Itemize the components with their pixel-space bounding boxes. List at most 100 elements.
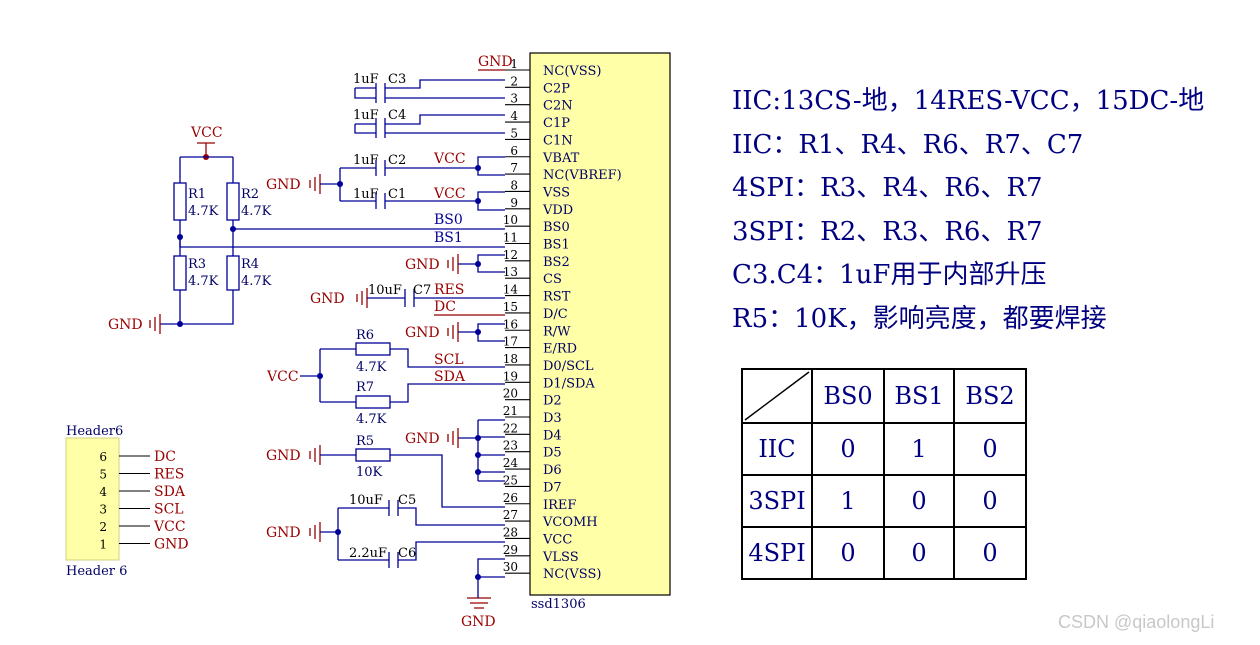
ic-pin-name: D4 [543, 428, 562, 443]
cell: 0 [883, 474, 955, 528]
ic-pin-name: NC(VBREF) [543, 168, 622, 183]
capacitor-c4 [375, 118, 386, 138]
capacitors-c5-c6 [388, 500, 399, 568]
ic-pin-name: D1/SDA [543, 376, 595, 391]
capacitor-c7 [404, 289, 415, 307]
header-pin-net: SDA [154, 484, 186, 500]
header-pin-net: SCL [154, 502, 184, 518]
wire-c3 [354, 79, 505, 99]
c2-value: 1uF [353, 153, 379, 168]
wire-vcc-split [179, 156, 234, 183]
ic-pin-name: CS [543, 272, 562, 287]
cell: 0 [811, 526, 885, 580]
res-label: RES [434, 282, 464, 298]
ic-pin-number: 1 [510, 57, 518, 71]
gnd-label-c7: GND [310, 291, 345, 307]
ic-pin-name: C1P [543, 116, 570, 131]
cell: 0 [953, 474, 1027, 528]
ic-pin-name: C2N [543, 99, 573, 114]
ic-pin-name: RST [543, 290, 571, 305]
junction [475, 198, 481, 204]
sda-label: SDA [434, 369, 466, 385]
ic-pin-number: 8 [510, 178, 518, 192]
ic-pin-number: 27 [503, 508, 518, 522]
note-3spi-parts: 3SPI：R2、R3、R6、R7 [732, 216, 1043, 247]
r4-value: 4.7K [241, 274, 272, 289]
gnd-label-bs2: GND [405, 257, 440, 273]
ic-pin-number: 5 [510, 126, 518, 140]
ic-pin-number: 20 [503, 387, 518, 401]
gnd-label-c5c6: GND [266, 525, 301, 541]
header-pin-net: DC [154, 449, 176, 465]
junction [475, 452, 481, 458]
ic-body [529, 52, 671, 596]
gnd-label-d: GND [405, 431, 440, 447]
ic-pin-number: 17 [503, 335, 518, 349]
junction [317, 373, 323, 379]
dc-label: DC [434, 299, 456, 315]
r7-ref: R7 [356, 380, 374, 395]
ic-pin-number: 13 [503, 265, 518, 279]
ic-pin-name: VLSS [542, 550, 579, 565]
ic-pin-number: 16 [503, 317, 518, 331]
gnd-label-bottom: GND [461, 614, 496, 630]
r3-ref: R3 [188, 257, 206, 272]
wire-r5 [320, 454, 505, 508]
ic-pin-name: D6 [543, 463, 562, 478]
c4-value: 1uF [353, 108, 379, 123]
note-iic-parts: IIC：R1、R4、R6、R7、C7 [732, 129, 1084, 160]
r1-ref: R1 [188, 187, 206, 202]
bs1-label: BS1 [434, 230, 463, 246]
resistor-r2 [226, 182, 240, 221]
c7-ref: C7 [413, 283, 431, 298]
ic-pin-name: VBAT [542, 151, 580, 166]
capacitor-c3 [375, 83, 386, 103]
notes-block: IIC:13CS-地，14RES-VCC，15DC-地 IIC：R1、R4、R6… [732, 80, 1204, 341]
ic-pin-name: VDD [542, 203, 573, 218]
r6-value: 4.7K [356, 360, 387, 375]
ic-name: ssd1306 [531, 597, 586, 612]
ic-pin-name: D2 [543, 394, 562, 409]
note-4spi-parts: 4SPI：R3、R4、R6、R7 [732, 173, 1043, 203]
col-header-bs1: BS1 [883, 368, 955, 424]
c6-value: 2.2uF [349, 546, 387, 561]
header-pin-net: VCC [153, 519, 186, 535]
junction [335, 529, 341, 535]
c2-ref: C2 [388, 153, 406, 168]
ic-pin-number: 28 [503, 525, 518, 539]
junction [475, 165, 481, 171]
wire-gnd-d3-d7 [458, 419, 505, 482]
resistor-r4 [226, 255, 240, 291]
c6-ref: C6 [398, 546, 416, 561]
header-pin-net: GND [154, 537, 189, 553]
ic-pin-number: 9 [510, 196, 518, 210]
ic-pin-number: 19 [503, 369, 518, 383]
col-header-bs0: BS0 [811, 368, 885, 424]
junction [475, 435, 481, 441]
r3-value: 4.7K [188, 274, 219, 289]
header-pin-number: 6 [99, 450, 107, 464]
note-r5: R5：10K，影响亮度，都要焊接 [732, 303, 1107, 334]
ic-pin-name: D5 [543, 446, 562, 461]
ic-pin-name: NC(VSS) [543, 64, 601, 79]
c5-ref: C5 [398, 493, 416, 508]
ic-pin-name: BS0 [543, 220, 570, 235]
ic-pin-number: 21 [503, 404, 518, 418]
scl-label: SCL [434, 352, 464, 368]
row-mode: 3SPI [741, 474, 813, 528]
header6-body [65, 437, 120, 561]
wire-gnd-bottom [160, 290, 234, 325]
r2-ref: R2 [241, 187, 259, 202]
gnd-symbols [149, 174, 491, 609]
vcc-label-c1: VCC [433, 186, 466, 202]
cell: 0 [883, 526, 955, 580]
c1-ref: C1 [388, 187, 406, 202]
wire-gnd-bs2 [458, 254, 505, 273]
ic-pin-name: E/RD [543, 342, 577, 357]
wire-mid [179, 220, 234, 256]
gnd-label-rnet: GND [108, 317, 143, 333]
ic-pin-number: 23 [503, 439, 518, 453]
ic-pin-name: C1N [543, 133, 573, 148]
